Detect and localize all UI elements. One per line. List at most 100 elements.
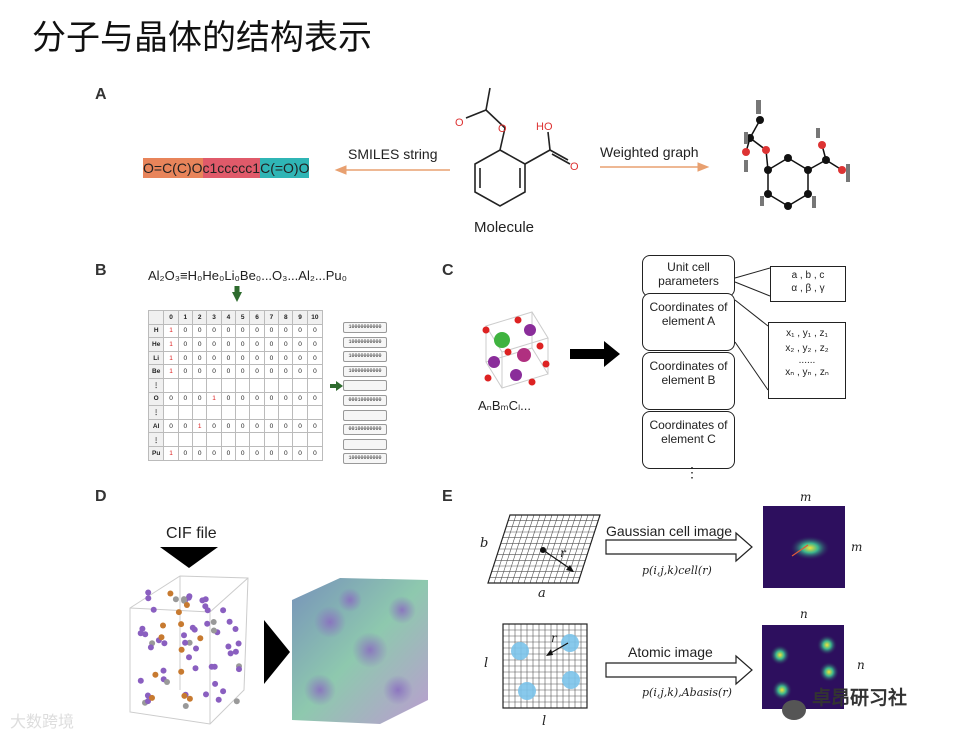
table-cell: 0 xyxy=(235,364,251,379)
atom-o-ester: O xyxy=(498,123,507,135)
table-cell: 0 xyxy=(278,391,294,407)
table-cell: 0 xyxy=(249,323,265,339)
atom-point xyxy=(212,680,219,687)
atom-point xyxy=(208,663,215,670)
column-header: 3 xyxy=(206,310,222,325)
table-cell: 0 xyxy=(177,445,194,461)
axis-a-label: a xyxy=(538,586,546,601)
table-cell: 0 xyxy=(263,364,280,379)
table-cell: 0 xyxy=(177,350,194,366)
atom-point xyxy=(189,624,196,631)
code-entry: 10000000000 xyxy=(343,322,387,333)
smiles-part-3: C(=O)O xyxy=(260,158,310,178)
table-cell: 0 xyxy=(306,337,324,352)
coords-line-3: ...... xyxy=(798,355,816,366)
atom-point xyxy=(225,643,232,650)
table-cell xyxy=(278,432,294,447)
table-cell xyxy=(263,377,280,393)
table-cell: 0 xyxy=(206,337,222,352)
table-cell: 0 xyxy=(249,350,265,366)
coords-line-4: xₙ , yₙ , zₙ xyxy=(785,367,829,378)
table-cell: 0 xyxy=(249,418,265,434)
graph-nodes xyxy=(742,116,846,210)
axis-l2-label: l xyxy=(542,714,547,729)
table-cell: 0 xyxy=(177,337,194,352)
atom-point xyxy=(149,694,155,701)
table-cell: 0 xyxy=(278,323,294,339)
table-cell: 0 xyxy=(177,418,194,434)
row-element: Pu xyxy=(147,445,165,461)
params-line-2: α , β , γ xyxy=(791,283,825,294)
atom-o-acid: O xyxy=(570,161,579,173)
column-header: 2 xyxy=(192,310,208,325)
table-cell: 1 xyxy=(163,337,179,352)
table-cell: 1 xyxy=(163,323,179,339)
code-entry xyxy=(343,438,387,450)
table-cell: 0 xyxy=(292,445,308,461)
atom-point xyxy=(233,698,240,705)
table-cell: 0 xyxy=(177,323,194,339)
axis-b-label: b xyxy=(480,536,489,551)
row-element: O xyxy=(147,391,165,407)
smiles-part-1: O=C(C)O xyxy=(143,158,203,178)
coords-line-1: x₁ , y₁ , z₁ xyxy=(786,328,828,339)
density-cube xyxy=(292,578,428,724)
table-cell: 0 xyxy=(306,418,324,434)
table-cell: 0 xyxy=(249,445,265,461)
atomic-arrow xyxy=(605,654,753,686)
table-cell: 0 xyxy=(235,323,251,339)
code-entry: 10000000000 xyxy=(343,365,387,377)
atom-point xyxy=(232,648,239,655)
table-cell: 0 xyxy=(206,445,222,461)
table-cell: 0 xyxy=(278,364,294,379)
row-element: H xyxy=(147,323,165,339)
table-cell: 0 xyxy=(278,350,294,366)
atom-point xyxy=(175,609,182,616)
connector-lines xyxy=(734,267,771,391)
smiles-label: SMILES string xyxy=(348,146,438,162)
params-line-1: a , b , c xyxy=(791,270,825,281)
smiles-part-2: c1ccccc1 xyxy=(202,158,261,178)
atom-point xyxy=(178,621,185,628)
table-cell xyxy=(278,377,294,393)
atom-point xyxy=(227,650,234,657)
table-cell: 0 xyxy=(177,391,194,407)
code-entry: 10000000000 xyxy=(343,351,387,363)
atom-point xyxy=(204,607,211,614)
row-element: Li xyxy=(147,350,165,366)
table-cell: 0 xyxy=(292,323,308,339)
r-vector-2 xyxy=(546,642,569,656)
coords-box: x₁ , y₁ , z₁ x₂ , y₂ , z₂ ...... xₙ , yₙ… xyxy=(768,322,846,399)
gaussian-arrow xyxy=(605,531,753,563)
table-cell: 0 xyxy=(220,337,237,352)
table-cell xyxy=(206,405,222,420)
table-cell: 0 xyxy=(263,337,280,352)
panel-label-b: B xyxy=(95,262,107,279)
panel-label-d: D xyxy=(95,488,107,505)
table-cell: 0 xyxy=(192,364,208,379)
table-cell xyxy=(220,432,237,447)
atom-point xyxy=(164,679,170,685)
table-cell xyxy=(220,377,237,393)
table-cell: 0 xyxy=(306,350,324,366)
axis-l1-label: l xyxy=(484,656,489,671)
code-entry: 00010000000 xyxy=(343,394,387,406)
coords-line-2: x₂ , y₂ , z₂ xyxy=(785,343,829,354)
table-cell xyxy=(278,405,294,420)
cif-label: CIF file xyxy=(166,525,217,542)
table-cell xyxy=(177,405,194,420)
table-cell: 0 xyxy=(206,418,222,434)
code-entry: 10000000000 xyxy=(343,453,387,465)
atomic-label: Atomic image xyxy=(628,644,713,660)
table-cell: 0 xyxy=(220,323,237,339)
atom-point xyxy=(145,698,151,705)
atom-point xyxy=(160,667,167,674)
m-right-label: m xyxy=(851,540,863,554)
row-element: He xyxy=(147,337,165,352)
molecule-drawing xyxy=(465,87,571,207)
table-cell: 0 xyxy=(206,323,222,339)
table-cell: 1 xyxy=(163,350,179,366)
